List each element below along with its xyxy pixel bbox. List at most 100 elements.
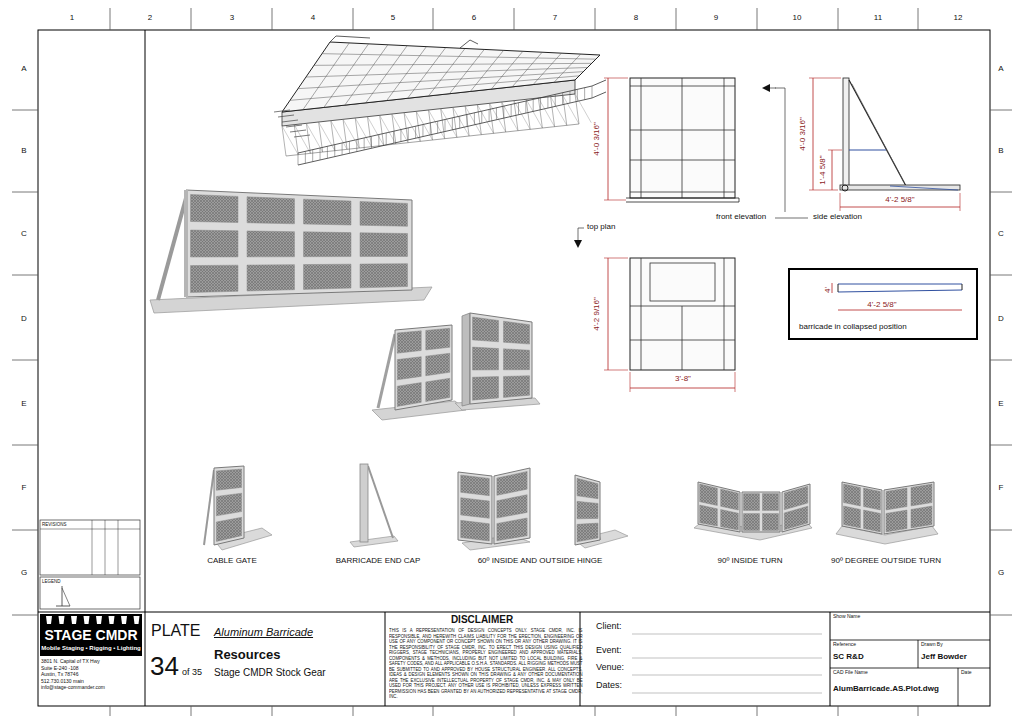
logo-tagline: Mobile Staging • Rigging • Lighting	[41, 645, 141, 652]
mesh-cell	[503, 376, 529, 398]
support-strut	[158, 198, 186, 300]
mesh-cell	[397, 331, 421, 353]
sheet-subtitle: Stage CMDR Stock Gear	[214, 667, 326, 679]
mesh-cell	[721, 509, 739, 530]
table-line	[92, 520, 93, 575]
grid-tick	[433, 706, 434, 716]
mesh-cell	[426, 378, 450, 401]
collapsed-drawing	[832, 283, 962, 310]
barricade-post	[408, 128, 409, 140]
support-strut	[378, 334, 395, 408]
mesh-cell	[700, 505, 718, 526]
truss-brace	[367, 117, 383, 146]
title-block-line	[38, 612, 990, 613]
mesh-cell	[216, 517, 241, 541]
mesh-cell	[886, 488, 907, 510]
view-caption: barricade in collapsed position	[799, 322, 907, 331]
barricade-post	[356, 140, 357, 152]
mesh-cell	[397, 383, 421, 407]
barricade-post	[422, 125, 423, 137]
barricade-frame	[884, 482, 934, 534]
grid-number: 10	[793, 13, 802, 22]
barricade-post	[525, 101, 526, 113]
title-block-line	[830, 640, 990, 641]
truss-leg	[465, 106, 469, 136]
grid-tick	[757, 8, 758, 30]
barricade-post	[555, 94, 556, 106]
border	[38, 30, 990, 706]
grid-letter: G	[998, 568, 1004, 577]
truss-leg	[331, 121, 335, 151]
stage-deck	[282, 42, 600, 112]
grid-tick	[12, 192, 38, 193]
frame-member	[724, 258, 725, 370]
mesh-cell	[784, 506, 808, 530]
top-plan	[574, 228, 735, 392]
barricade-post	[400, 130, 401, 142]
barricade-photo	[150, 190, 432, 313]
truss-leg	[477, 105, 481, 135]
truss-leg	[490, 103, 494, 133]
truss-leg	[367, 117, 371, 147]
truss-brace	[551, 97, 567, 126]
barricade-frame	[458, 472, 492, 544]
frame-post	[184, 190, 188, 297]
truss-leg	[575, 94, 579, 124]
extension-line	[604, 78, 628, 79]
grid-letter: A	[21, 64, 26, 73]
title-block-line	[385, 612, 386, 706]
grid-tick	[110, 706, 111, 716]
base-plate	[350, 536, 398, 547]
mesh-cell	[864, 510, 881, 532]
extension-line	[630, 372, 631, 392]
extension-line	[828, 150, 842, 151]
grid-number: 11	[874, 13, 882, 22]
truss-leg	[526, 99, 530, 129]
logo-light	[46, 616, 52, 624]
collapsed-panel	[838, 284, 962, 285]
truss-leg	[538, 98, 542, 128]
grid-number: 6	[472, 13, 476, 22]
frame-member	[650, 263, 715, 301]
revision-table	[40, 520, 140, 575]
address-line: info@stage-commander.com	[41, 685, 105, 691]
table-line	[105, 520, 106, 575]
configuration-caption: 90º INSIDE TURN	[717, 556, 782, 565]
column-line	[145, 30, 146, 706]
frame-member	[630, 86, 735, 87]
mesh-cell	[461, 475, 490, 496]
grid-tick	[990, 615, 1012, 616]
dimension-line	[608, 78, 609, 200]
field-label: Show Name	[833, 614, 860, 620]
deck-grid	[314, 63, 592, 65]
barricade-frame	[395, 325, 452, 410]
barricade-post	[503, 106, 504, 118]
grid-number: 5	[391, 13, 395, 22]
plate-label: PLATE	[151, 622, 201, 640]
grid-tick	[990, 110, 1012, 111]
grid-letter: D	[21, 314, 27, 323]
title-block-line	[918, 640, 919, 668]
field-label: CAD File Name	[833, 670, 868, 676]
mesh-cell	[304, 264, 351, 289]
dimension-line	[630, 388, 735, 389]
dimension: 1'-4 5/8"	[818, 155, 827, 184]
configuration-caption: 60º INSIDE AND OUTSIDE HINGE	[478, 556, 603, 565]
truss-leg	[380, 115, 384, 145]
truss-brace	[355, 118, 371, 147]
truss-leg	[392, 114, 396, 144]
mesh-cell	[216, 493, 241, 516]
grid-tick	[191, 706, 192, 716]
frame-member	[630, 160, 735, 161]
grid-letter: B	[998, 146, 1003, 155]
mesh-cell	[304, 199, 351, 225]
barricade-post	[430, 123, 431, 135]
mesh-cell	[247, 265, 294, 291]
grid-tick	[838, 706, 839, 716]
view-leader	[775, 88, 785, 212]
mesh-cell	[247, 197, 294, 224]
grid-tick	[12, 275, 38, 276]
barricade-post	[547, 96, 548, 108]
table-line	[40, 529, 140, 530]
